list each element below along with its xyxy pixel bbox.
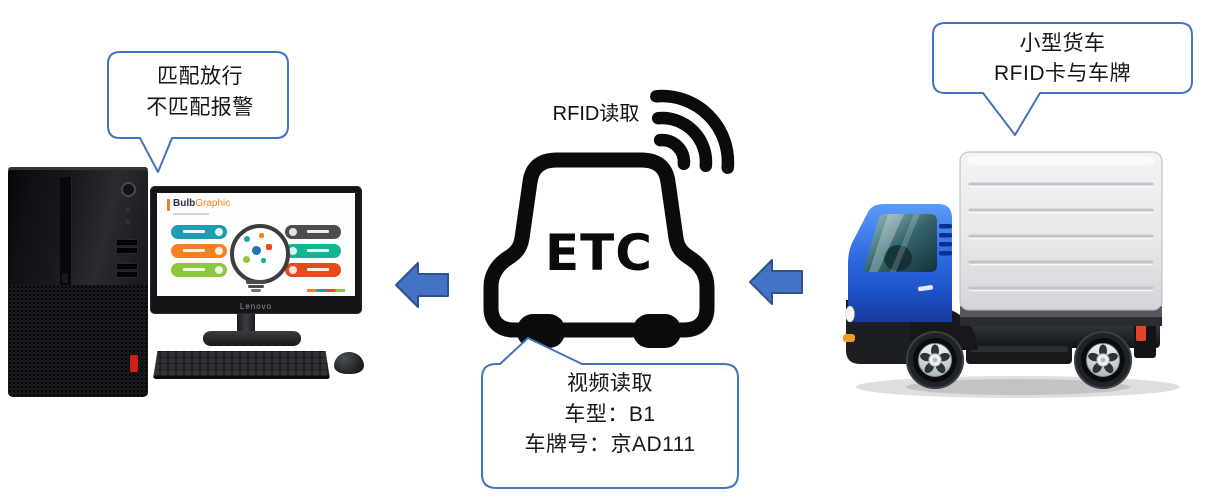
- tower-top-edge: [8, 167, 148, 170]
- callout-computer-result: [107, 51, 289, 173]
- usb-port: [116, 271, 138, 278]
- screen-title-accent: Graphic: [195, 198, 231, 209]
- bulb-base: [251, 289, 261, 292]
- car-wheel: [633, 314, 681, 348]
- monitor-screen: BulbGraphic: [157, 193, 355, 296]
- screen-title: BulbGraphic: [173, 197, 230, 211]
- keyboard: [153, 351, 330, 379]
- usb-port: [116, 239, 138, 246]
- door-handle: [918, 285, 934, 292]
- infographic-pill: [285, 225, 341, 239]
- truck-illustration: [843, 151, 1180, 398]
- cab-window: [864, 214, 937, 272]
- cargo-box-grooves: [968, 182, 1154, 290]
- callout-video-text: 视频读取 车型：B1 车牌号：京AD111: [482, 369, 738, 461]
- ground-shadow: [906, 379, 1130, 395]
- infographic-pill: [171, 244, 227, 258]
- callout-line: 车型：B1: [564, 402, 656, 426]
- infographic-pill: [171, 263, 227, 277]
- cargo-box: [959, 151, 1163, 311]
- marker-light: [843, 334, 855, 342]
- screen-tagline-bar: [173, 213, 209, 215]
- callout-line: 匹配放行: [157, 65, 243, 88]
- left-arrow-icon: [749, 259, 803, 305]
- usb-port: [116, 263, 138, 270]
- callout-line: RFID卡与车牌: [994, 62, 1131, 85]
- etc-vehicle-icon: [483, 152, 715, 348]
- etc-badge-text: ETC: [545, 224, 653, 282]
- rfid-read-label: RFID读取: [552, 103, 640, 125]
- power-button-icon: [121, 182, 136, 197]
- audio-jack: [125, 207, 130, 212]
- left-arrow-icon: [395, 262, 449, 308]
- infographic-pill: [285, 263, 341, 277]
- monitor-stand-neck: [237, 314, 255, 332]
- rear-wheel: [1073, 330, 1133, 390]
- infographic-pill: [285, 244, 341, 258]
- tail-light: [1136, 324, 1146, 341]
- lightbulb-graphic: [230, 224, 290, 284]
- lenovo-badge: [130, 355, 138, 372]
- screen-accent-bar: [167, 199, 170, 211]
- callout-video-read: [481, 337, 739, 489]
- audio-jack: [125, 219, 130, 224]
- infographic-pill: [171, 225, 227, 239]
- usb-port: [116, 247, 138, 254]
- window-reflection: [869, 214, 904, 272]
- callout-line: 视频读取: [567, 372, 653, 395]
- ventilation-grille: [8, 285, 148, 397]
- callout-line: 不匹配报警: [146, 96, 254, 119]
- mouse: [334, 352, 364, 374]
- callout-line: 小型货车: [1019, 32, 1106, 55]
- callout-truck-info: [932, 22, 1193, 136]
- monitor-brand-label: Lenovo: [239, 302, 273, 311]
- bulb-base: [246, 280, 266, 284]
- callout-computer-text: 匹配放行 不匹配报警: [103, 61, 297, 123]
- callout-line: 车牌号：京AD111: [524, 433, 696, 456]
- rfid-signal-icon: [650, 89, 735, 174]
- screen-title-bold: Bulb: [173, 198, 196, 209]
- pc-tower: [8, 167, 148, 397]
- screen-color-strip: [307, 289, 345, 292]
- headlight: [845, 305, 855, 323]
- bulb-base: [248, 285, 264, 288]
- cab-vents: [939, 224, 952, 256]
- callout-truck-text: 小型货车 RFID卡与车牌: [933, 29, 1192, 89]
- monitor-stand-base: [203, 331, 301, 346]
- front-wheel: [905, 330, 965, 390]
- monitor: BulbGraphic: [150, 186, 362, 314]
